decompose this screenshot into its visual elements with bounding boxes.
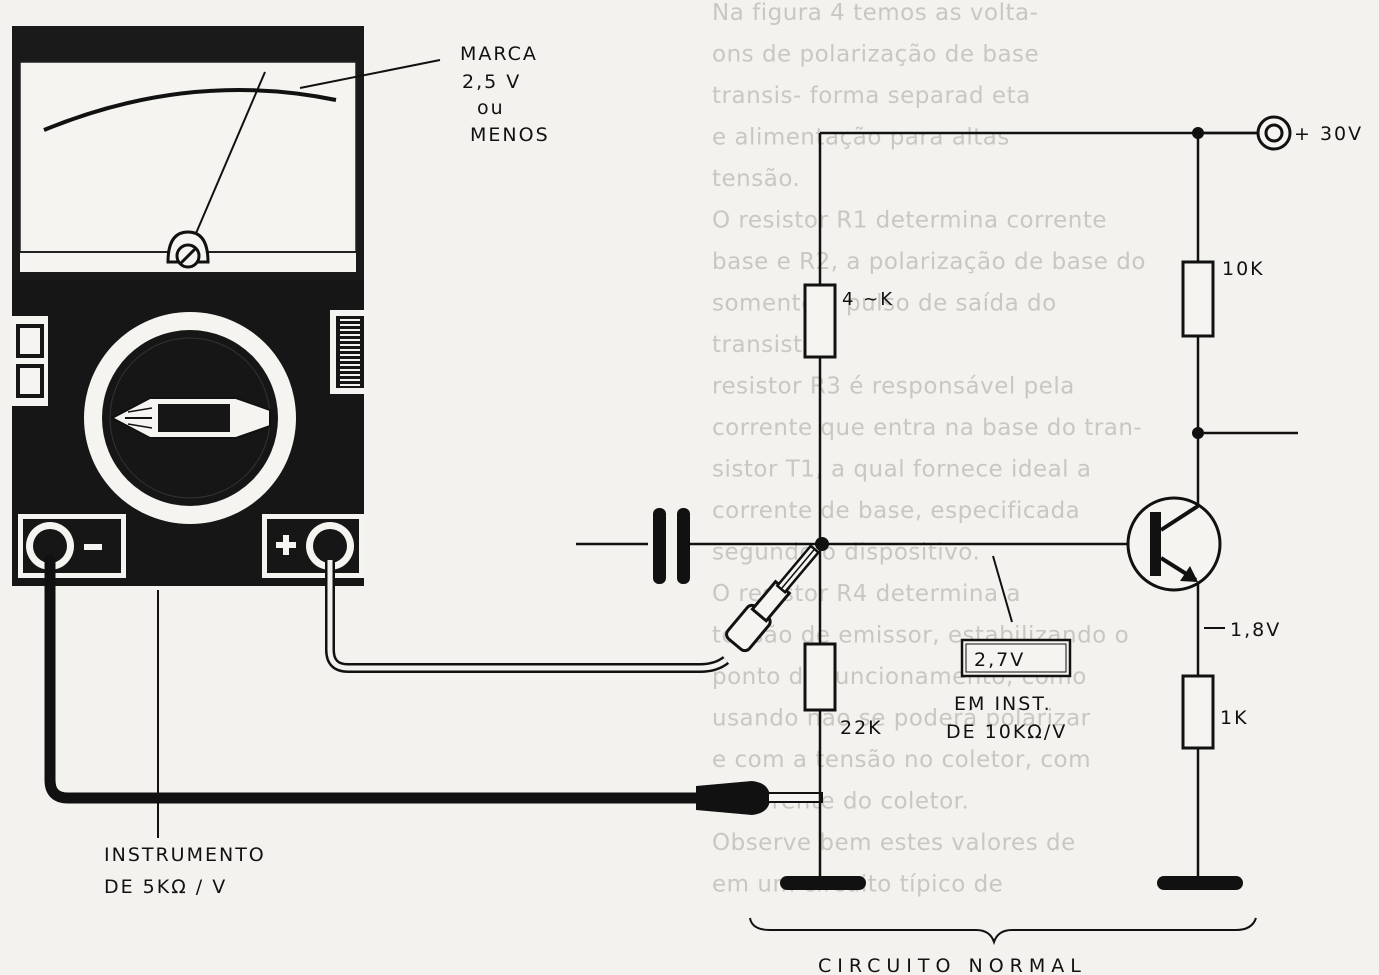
circuit-caption: CIRCUITO NORMAL <box>818 955 1087 975</box>
background-text-line: usando não se poderá polarizar <box>712 706 1091 732</box>
background-text-line: corrente que entra na base do tran- <box>712 415 1142 441</box>
resistor-bottom-left <box>803 642 837 712</box>
red-probe[interactable] <box>724 540 825 653</box>
background-text-line: sistor T1, a qual fornece ideal a <box>712 457 1091 483</box>
resistor-emitter-label: 1K <box>1220 707 1249 729</box>
resistor-collector-label: 10K <box>1222 258 1265 280</box>
instrument-label-line-1: INSTRUMENTO <box>104 844 266 866</box>
supply-voltage-label: + 30V <box>1294 123 1363 145</box>
meter-needle <box>193 71 266 239</box>
minus-terminal[interactable] <box>18 514 126 578</box>
background-text-line: Observe bem estes valores de <box>712 830 1076 856</box>
ground-left-icon <box>780 876 866 890</box>
circuit <box>576 131 1298 880</box>
ground-right-icon <box>1157 876 1243 890</box>
background-text: Na figura 4 temos as volta-ons de polari… <box>712 0 1146 898</box>
background-text-line: e com a tensão no coletor, com <box>712 747 1091 773</box>
background-text-line: transis- forma separad eta <box>712 83 1031 109</box>
measured-voltage-box <box>960 638 1072 678</box>
background-text-line: corrente de base, especificada <box>712 498 1080 524</box>
instrument-label-line-2: DE 5KΩ / V <box>104 876 227 898</box>
npn-transistor-icon <box>1126 496 1222 592</box>
resistor-top-left <box>803 283 837 359</box>
resistor-collector <box>1181 260 1215 338</box>
black-probe[interactable] <box>696 781 823 815</box>
background-text-line: resistor R3 é responsável pela <box>712 374 1075 400</box>
background-text-line: somente o pulso de saída do <box>712 291 1057 317</box>
range-selector-knob-icon[interactable] <box>84 312 296 524</box>
measure-note-line-2: DE 10KΩ/V <box>946 721 1067 743</box>
adjust-wheel-icon[interactable] <box>330 310 368 394</box>
measure-note-line-1: EM INST. <box>954 693 1052 715</box>
emitter-voltage-label: 1,8V <box>1230 619 1281 641</box>
zero-adjust-screw-icon[interactable] <box>166 230 210 269</box>
junction-collector <box>1192 427 1204 439</box>
mark-label-line-2: 2,5 V <box>462 71 521 93</box>
junction-base-node <box>815 537 829 551</box>
multimeter <box>12 26 368 586</box>
resistor-emitter <box>1181 674 1215 750</box>
left-switch-icon[interactable] <box>12 316 48 406</box>
black-probe-cable <box>44 554 706 804</box>
plus-terminal[interactable] <box>262 514 364 578</box>
meter-scale-arc <box>43 88 337 132</box>
background-text-line: e alimentação para altas <box>712 125 1010 151</box>
resistor-bottom-left-label: 22K <box>840 717 883 739</box>
background-text-line: ons de polarização de base <box>712 42 1039 68</box>
resistor-top-left-label: 4 ~K <box>842 289 894 310</box>
mark-label-line-4: MENOS <box>470 124 550 146</box>
supply-terminal-icon <box>1198 115 1292 151</box>
background-text-line: O resistor R1 determina corrente <box>712 208 1107 234</box>
background-text-line: base e R2, a polarização de base do <box>712 249 1146 275</box>
capacitor-icon <box>653 508 690 584</box>
background-text-line: Na figura 4 temos as volta- <box>712 0 1038 26</box>
background-text-line: tensão. <box>712 166 800 192</box>
measured-voltage-label: 2,7V <box>974 649 1025 671</box>
mark-label-line-1: MARCA <box>460 43 538 65</box>
meter-top-cap <box>12 26 364 56</box>
circuit-brace <box>749 917 1257 946</box>
red-probe-cable <box>325 560 730 673</box>
mark-label-line-3: ou <box>477 97 505 119</box>
